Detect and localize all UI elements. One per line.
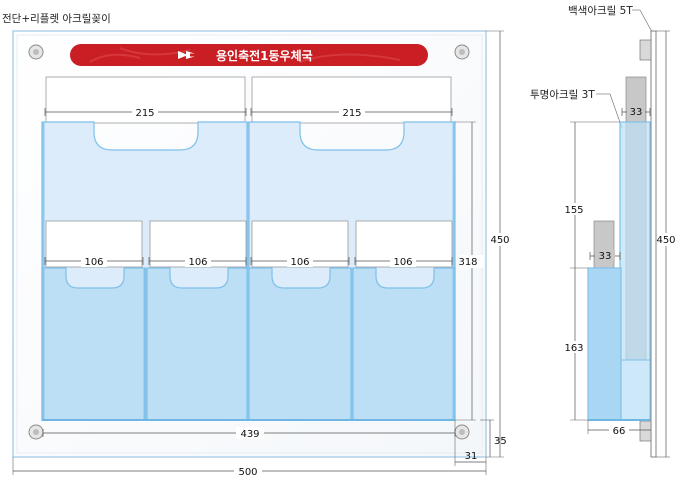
bottom-pocket-1 xyxy=(41,267,146,421)
banner-text: 용인축전1동우체국 xyxy=(216,48,313,63)
dim-pockets-height: 318 xyxy=(455,121,484,421)
dim-side-lower-depth-label: 33 xyxy=(599,251,612,262)
dim-side-base-depth-label: 66 xyxy=(613,426,626,437)
side-insert-bottom xyxy=(593,220,615,271)
side-lower-pocket xyxy=(587,267,622,421)
dim-bottom-2: 106 xyxy=(148,255,247,268)
dim-side-height: 450 xyxy=(656,30,677,458)
bottom-pocket-3 xyxy=(248,267,352,421)
top-leaflet-right xyxy=(251,76,452,124)
dim-side-lower-depth: 33 xyxy=(589,249,621,262)
dim-pockets-width-label: 439 xyxy=(240,429,259,440)
dim-bottom-2-label: 106 xyxy=(188,257,207,268)
dim-top-left-label: 215 xyxy=(135,108,154,119)
dim-side-upper-depth: 33 xyxy=(621,105,651,118)
dim-side-upper-height-label: 155 xyxy=(564,205,583,216)
board-inner-edge xyxy=(16,34,483,454)
dim-side-base-depth: 66 xyxy=(587,420,651,437)
screw-icon xyxy=(28,424,44,440)
dim-bottom-1: 106 xyxy=(44,255,144,268)
dim-pockets-height-label: 318 xyxy=(458,257,477,268)
dim-bottom-margin-label: 35 xyxy=(494,436,507,447)
front-acrylic-label: 투명아크릴 3T xyxy=(530,88,595,101)
dim-pockets-width: 439 xyxy=(42,427,456,440)
dim-side-upper-height: 155 xyxy=(563,121,620,269)
dim-side-lower-height-label: 163 xyxy=(564,343,583,354)
side-back-plate xyxy=(650,30,657,458)
dim-bottom-margin: 35 xyxy=(480,419,507,457)
back-acrylic-label: 백색아크릴 5T xyxy=(568,4,633,17)
dim-bottom-4: 106 xyxy=(354,255,453,268)
dim-side-margin-label: 31 xyxy=(465,451,478,462)
dim-bottom-3: 106 xyxy=(250,255,350,268)
screw-icon xyxy=(454,424,470,440)
dim-board-height-label: 450 xyxy=(490,235,509,246)
post-office-logo-icon xyxy=(178,51,200,59)
diagram-title: 전단+리플렛 아크릴꽂이 xyxy=(2,12,111,25)
dim-board-width: 500 xyxy=(12,457,487,478)
side-upper-pocket-base xyxy=(619,359,651,421)
dim-side-lower-height: 163 xyxy=(563,268,588,421)
bottom-pocket-2 xyxy=(146,267,248,421)
dim-top-right-label: 215 xyxy=(342,108,361,119)
dim-side-margin: 31 xyxy=(454,420,486,466)
dim-side-upper-depth-label: 33 xyxy=(630,107,643,118)
bottom-pocket-4 xyxy=(352,267,456,421)
side-standoff-bottom xyxy=(639,420,652,442)
dim-top-left: 215 xyxy=(44,106,247,119)
dim-bottom-3-label: 106 xyxy=(290,257,309,268)
side-standoff-top xyxy=(639,39,652,61)
screw-icon xyxy=(454,44,470,60)
dim-side-height-label: 450 xyxy=(656,235,675,246)
dim-board-width-label: 500 xyxy=(238,467,257,478)
dim-bottom-4-label: 106 xyxy=(393,257,412,268)
dim-board-height: 450 xyxy=(486,30,511,458)
dim-top-right: 215 xyxy=(250,106,453,119)
dim-bottom-1-label: 106 xyxy=(84,257,103,268)
banner: 용인축전1동우체국 xyxy=(70,44,428,66)
screw-icon xyxy=(28,44,44,60)
